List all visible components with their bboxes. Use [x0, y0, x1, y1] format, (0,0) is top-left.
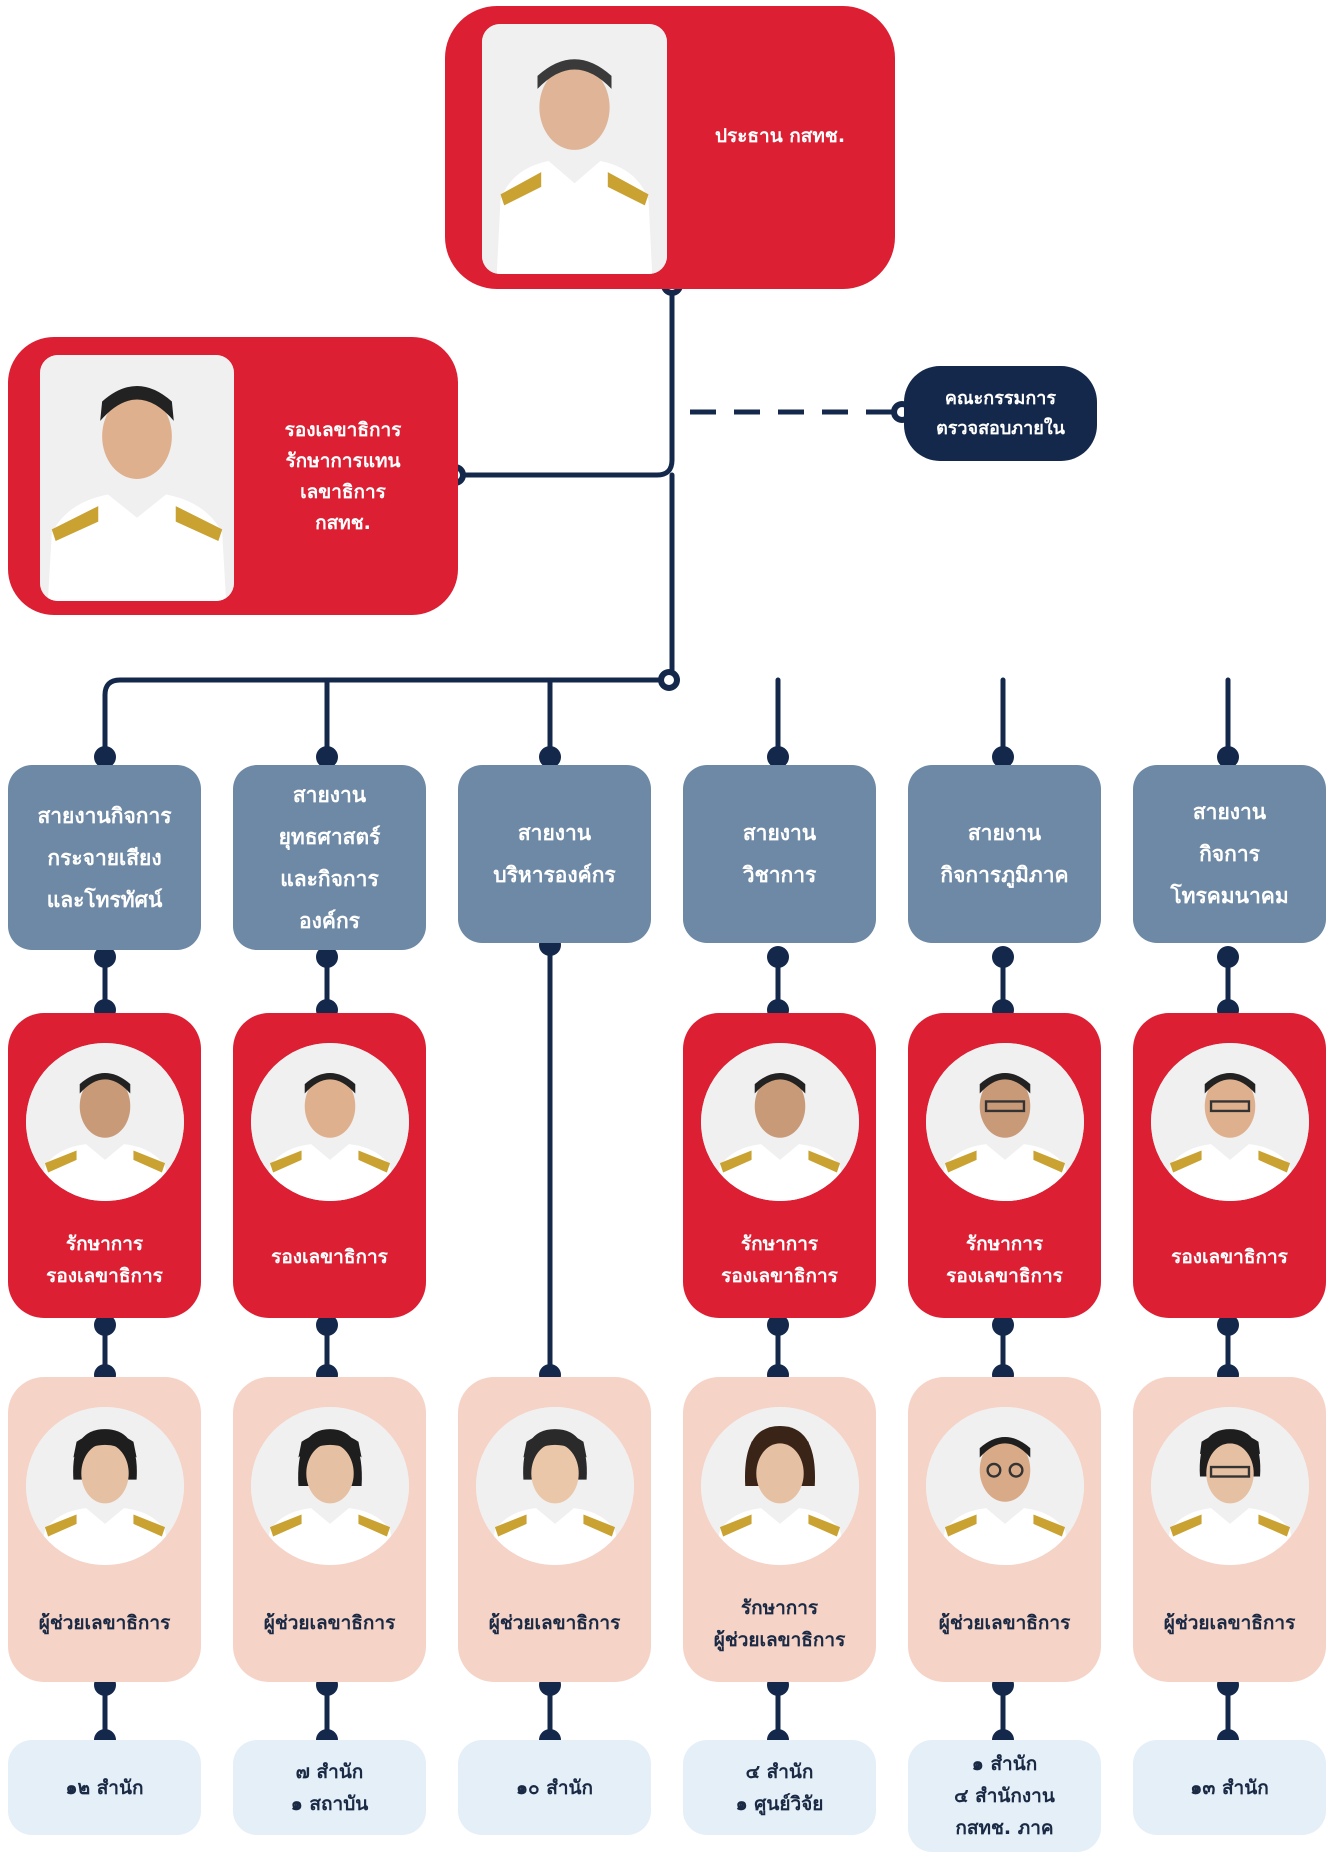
assistant-card-strategy: ผู้ช่วยเลขาธิการ	[233, 1377, 426, 1682]
deputy-acting-card: รองเลขาธิการ รักษาการแทน เลขาธิการ กสทช.	[8, 337, 458, 615]
assistant-title-strategy: ผู้ช่วยเลขาธิการ	[263, 1612, 396, 1634]
division-box-broadcasting: สายงานกิจการ กระจายเสียง และโทรทัศน์	[8, 765, 201, 950]
deputy-title-academic: รักษาการ รองเลขาธิการ	[721, 1233, 838, 1287]
assistant-title-telecom: ผู้ช่วยเลขาธิการ	[1163, 1612, 1296, 1634]
deputy-photo-broadcasting	[26, 1043, 184, 1201]
chairman-card: ประธาน กสทช.	[445, 6, 895, 289]
assistant-photo-academic	[701, 1407, 859, 1565]
assistant-title-broadcasting: ผู้ช่วยเลขาธิการ	[38, 1612, 171, 1634]
deputy-photo-regional	[926, 1043, 1084, 1201]
assistant-card-telecom: ผู้ช่วยเลขาธิการ	[1133, 1377, 1326, 1682]
assistant-card-academic: รักษาการ ผู้ช่วยเลขาธิการ	[683, 1377, 876, 1682]
deputy-card-strategy: รองเลขาธิการ	[233, 1013, 426, 1318]
division-box-telecom: สายงาน กิจการ โทรคมนาคม	[1133, 765, 1326, 943]
assistant-photo-telecom	[1151, 1407, 1309, 1565]
assistant-card-broadcasting: ผู้ช่วยเลขาธิการ	[8, 1377, 201, 1682]
deputy-photo-telecom	[1151, 1043, 1309, 1201]
division-box-strategy: สายงาน ยุทธศาสตร์ และกิจการ องค์กร	[233, 765, 426, 950]
division-box-regional: สายงาน กิจการภูมิภาค	[908, 765, 1101, 943]
assistant-title-administration: ผู้ช่วยเลขาธิการ	[488, 1612, 621, 1634]
assistant-photo-strategy	[251, 1407, 409, 1565]
audit-committee-box: คณะกรรมการ ตรวจสอบภายใน	[904, 366, 1097, 461]
deputy-card-telecom: รองเลขาธิการ	[1133, 1013, 1326, 1318]
deputy-photo-academic	[701, 1043, 859, 1201]
deputy-card-academic: รักษาการ รองเลขาธิการ	[683, 1013, 876, 1318]
assistant-photo-broadcasting	[26, 1407, 184, 1565]
division-box-academic: สายงาน วิชาการ	[683, 765, 876, 943]
chairman-title: ประธาน กสทช.	[714, 125, 846, 147]
deputy-title-strategy: รองเลขาธิการ	[271, 1246, 388, 1268]
assistant-title-academic: รักษาการ ผู้ช่วยเลขาธิการ	[713, 1597, 846, 1651]
offices-box-administration: ๑๐ สำนัก	[458, 1740, 651, 1835]
assistant-card-administration: ผู้ช่วยเลขาธิการ	[458, 1377, 651, 1682]
assistant-photo-regional	[926, 1407, 1084, 1565]
deputy-card-regional: รักษาการ รองเลขาธิการ	[908, 1013, 1101, 1318]
deputy-photo-strategy	[251, 1043, 409, 1201]
offices-box-broadcasting: ๑๒ สำนัก	[8, 1740, 201, 1835]
assistant-photo-administration	[476, 1407, 634, 1565]
offices-box-telecom: ๑๓ สำนัก	[1133, 1740, 1326, 1835]
division-box-administration: สายงาน บริหารองค์กร	[458, 765, 651, 943]
deputy-title-broadcasting: รักษาการ รองเลขาธิการ	[46, 1233, 163, 1287]
deputy-card-broadcasting: รักษาการ รองเลขาธิการ	[8, 1013, 201, 1318]
offices-box-regional: ๑ สำนัก ๔ สำนักงาน กสทช. ภาค	[908, 1740, 1101, 1852]
assistant-title-regional: ผู้ช่วยเลขาธิการ	[938, 1612, 1071, 1634]
offices-box-academic: ๔ สำนัก ๑ ศูนย์วิจัย	[683, 1740, 876, 1835]
deputy-title-regional: รักษาการ รองเลขาธิการ	[946, 1233, 1063, 1287]
deputy-title-telecom: รองเลขาธิการ	[1171, 1246, 1288, 1268]
chairman-photo	[482, 24, 667, 274]
deputy-acting-title: รองเลขาธิการ รักษาการแทน เลขาธิการ กสทช.	[284, 419, 402, 534]
assistant-card-regional: ผู้ช่วยเลขาธิการ	[908, 1377, 1101, 1682]
offices-box-strategy: ๗ สำนัก ๑ สถาบัน	[233, 1740, 426, 1835]
deputy-acting-photo	[40, 355, 234, 601]
